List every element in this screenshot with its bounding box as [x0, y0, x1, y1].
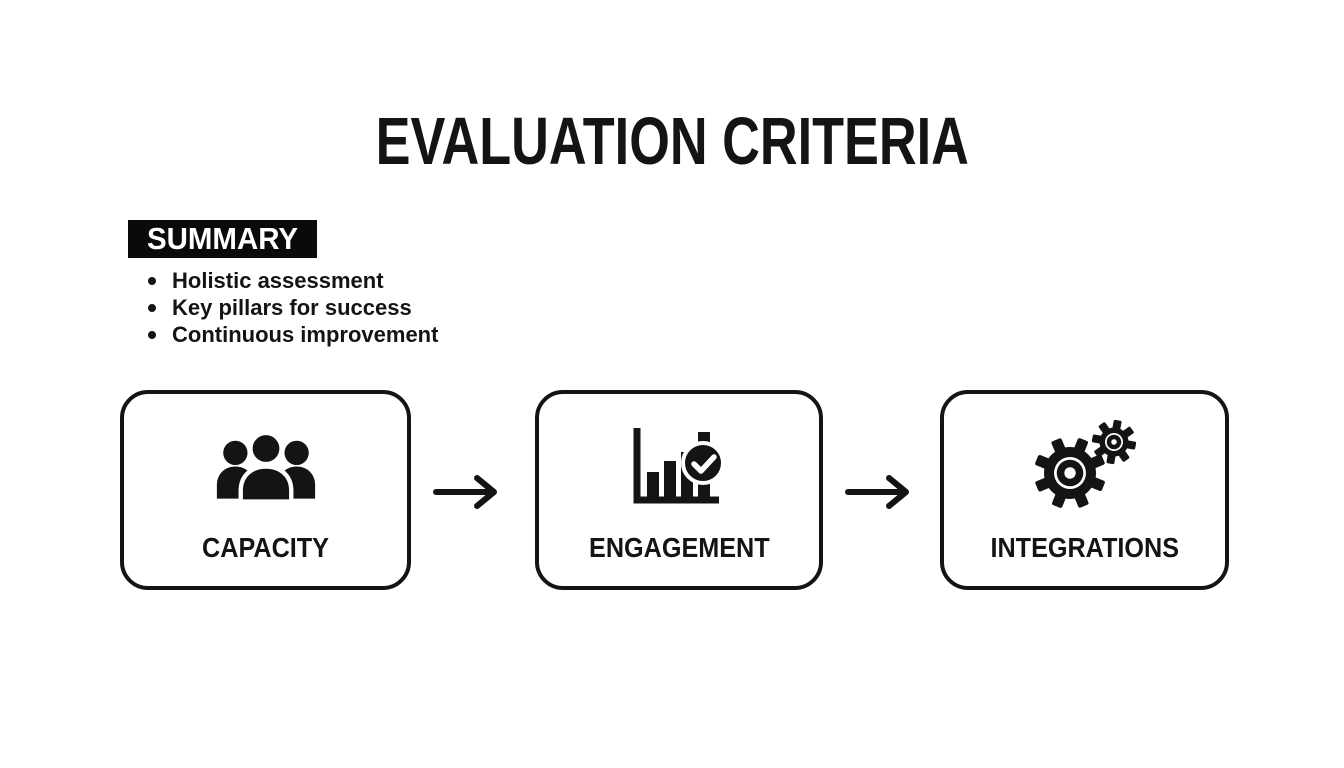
diagram-box-engagement: ENGAGEMENT	[535, 390, 823, 590]
bullet-dot-icon	[148, 276, 156, 285]
arrow-right-icon	[845, 471, 919, 518]
arrow-right-icon	[433, 471, 507, 518]
box-label-capacity: CAPACITY	[202, 532, 329, 563]
summary-bullet-text: Holistic assessment	[172, 267, 384, 293]
box-label-integrations: INTEGRATIONS	[990, 532, 1179, 563]
bullet-dot-icon	[148, 330, 156, 339]
summary-heading: SUMMARY	[128, 220, 318, 258]
diagram-box-capacity: CAPACITY	[120, 390, 411, 590]
summary-bullet-text: Key pillars for success	[172, 294, 412, 320]
people-group-icon	[213, 430, 319, 507]
summary-bullet: Key pillars for success	[146, 294, 438, 321]
box-label-engagement: ENGAGEMENT	[588, 532, 770, 563]
summary-bullet-text: Continuous improvement	[172, 321, 439, 347]
bar-chart-check-icon	[633, 426, 725, 511]
diagram-box-integrations: INTEGRATIONS	[940, 390, 1229, 590]
summary-bullet: Continuous improvement	[146, 321, 438, 348]
gears-icon	[1034, 419, 1136, 514]
bullet-dot-icon	[148, 303, 156, 312]
summary-bullet: Holistic assessment	[146, 267, 438, 294]
page-title: EVALUATION CRITERIA	[375, 104, 969, 179]
summary-bullet-list: Holistic assessment Key pillars for succ…	[146, 267, 438, 348]
